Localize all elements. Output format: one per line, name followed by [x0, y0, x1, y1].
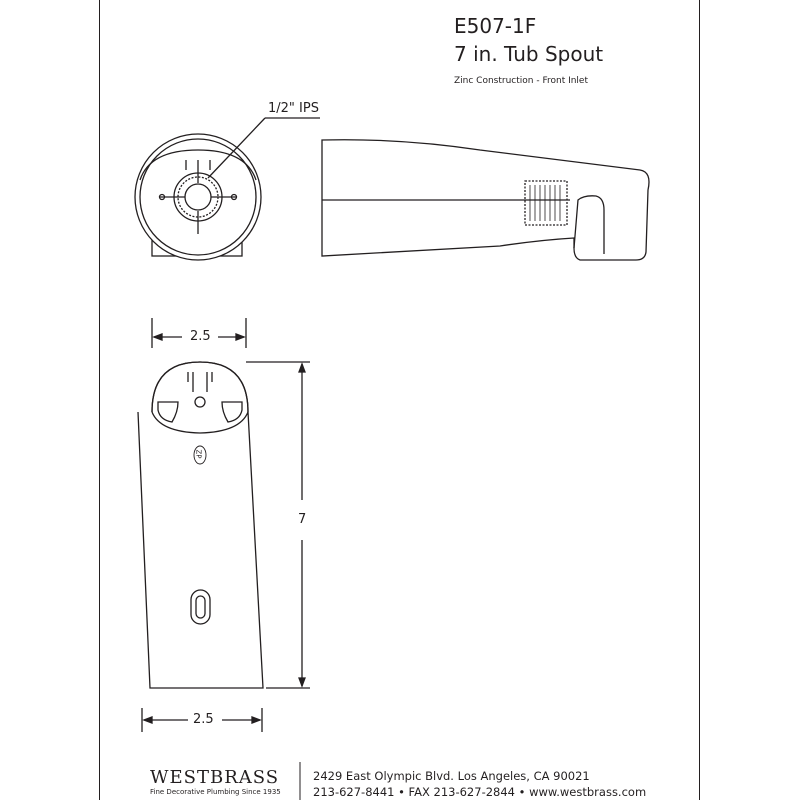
plan-view: [137, 361, 264, 689]
length-dimension: [246, 361, 310, 689]
brand-logo: WESTBRASS: [150, 767, 280, 788]
front-view: [134, 133, 262, 261]
zp-mark: ZP: [194, 449, 203, 459]
ips-leader: [207, 117, 320, 179]
model-number: E507-1F: [454, 14, 537, 38]
brand-tagline: Fine Decorative Plumbing Since 1935: [150, 788, 281, 796]
product-subtitle: Zinc Construction - Front Inlet: [454, 76, 589, 86]
top-width-dimension: [151, 318, 247, 348]
bottom-width-dimension: [141, 708, 263, 732]
drawing-frame: [99, 0, 700, 800]
company-contact: 213-627-8441 • FAX 213-627-2844 • www.we…: [313, 785, 647, 799]
top-width-label: 2.5: [190, 329, 211, 344]
side-view: [321, 139, 650, 261]
length-label: 7: [298, 512, 307, 527]
product-name: 7 in. Tub Spout: [454, 42, 604, 66]
bottom-width-label: 2.5: [193, 712, 214, 727]
ips-label: 1/2" IPS: [268, 101, 319, 116]
company-address: 2429 East Olympic Blvd. Los Angeles, CA …: [313, 769, 590, 783]
